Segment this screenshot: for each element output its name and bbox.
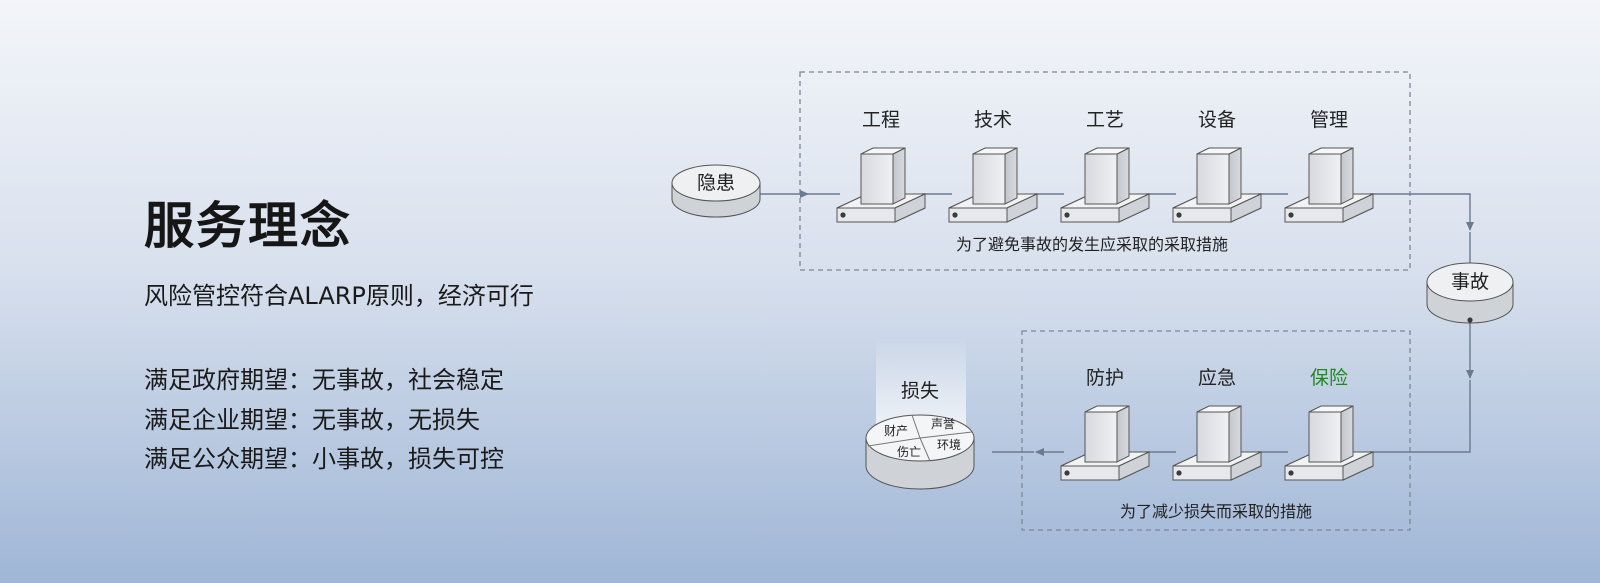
step-label: 防护 <box>1086 367 1124 389</box>
prevention-step-equipment: 设备 <box>1172 109 1262 223</box>
step-label: 工艺 <box>1086 109 1124 131</box>
loss-segment-property: 财产 <box>884 424 908 438</box>
prevention-step-technology: 技术 <box>948 109 1038 223</box>
prevention-step-process: 工艺 <box>1060 109 1150 223</box>
prevention-step-management: 管理 <box>1284 109 1374 223</box>
step-label-highlight: 保险 <box>1310 367 1348 389</box>
accident-label: 事故 <box>1451 271 1489 293</box>
page-title: 服务理念 <box>144 197 352 255</box>
step-label: 设备 <box>1198 109 1236 131</box>
step-label: 工程 <box>862 109 900 131</box>
expectation-enterprise: 满足企业期望：无事故，无损失 <box>144 406 480 434</box>
mitigation-step-emergency: 应急 <box>1172 367 1262 481</box>
loss-segment-reputation: 声誉 <box>931 417 955 431</box>
mitigation-box <box>1021 330 1411 531</box>
step-label: 管理 <box>1310 109 1348 131</box>
hazard-label: 隐患 <box>697 172 735 194</box>
flow-lines <box>760 190 1474 456</box>
loss-segment-environment: 环境 <box>937 437 961 452</box>
loss-node: 损失 财产 声誉 伤亡 环境 <box>865 338 975 490</box>
mitigation-step-protection: 防护 <box>1060 367 1150 481</box>
prevention-step-engineering: 工程 <box>836 109 926 223</box>
mitigation-caption: 为了减少损失而采取的措施 <box>1120 502 1312 521</box>
step-label: 应急 <box>1198 367 1236 389</box>
subtitle: 风险管控符合ALARP原则，经济可行 <box>144 282 534 310</box>
expectation-government: 满足政府期望：无事故，社会稳定 <box>144 366 504 394</box>
prevention-box <box>799 71 1411 271</box>
step-label: 技术 <box>974 109 1012 131</box>
prevention-caption: 为了避免事故的发生应采取的采取措施 <box>956 235 1228 254</box>
loss-segment-casualties: 伤亡 <box>897 445 921 459</box>
mitigation-step-insurance: 保险 <box>1284 367 1374 481</box>
loss-label: 损失 <box>901 380 939 402</box>
accident-node: 事故 <box>1426 262 1514 324</box>
service-philosophy-panel: 服务理念 风险管控符合ALARP原则，经济可行 满足政府期望：无事故，社会稳定 … <box>144 0 704 583</box>
hazard-node: 隐患 <box>671 164 761 218</box>
expectation-public: 满足公众期望：小事故，损失可控 <box>144 445 504 473</box>
